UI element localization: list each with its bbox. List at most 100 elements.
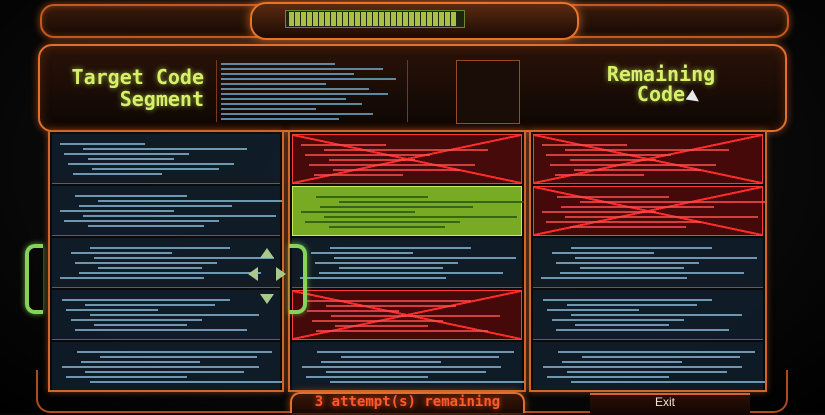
code-line <box>546 221 701 223</box>
code-line <box>87 158 175 160</box>
attempts-bar <box>290 392 525 413</box>
code-line <box>221 93 389 95</box>
code-line <box>550 164 716 166</box>
eliminated-code-block[interactable] <box>292 290 522 340</box>
progress-segment <box>451 12 456 26</box>
code-block[interactable] <box>52 134 280 184</box>
eliminated-code-block[interactable] <box>533 134 763 184</box>
progress-segment <box>409 12 414 26</box>
code-line <box>64 153 190 155</box>
up-arrow-icon[interactable] <box>260 248 274 258</box>
code-line <box>556 196 670 198</box>
code-line <box>311 320 444 322</box>
progress-segment <box>403 12 408 26</box>
code-block-text <box>60 296 272 334</box>
progress-segment <box>361 12 366 26</box>
code-block[interactable] <box>52 342 282 390</box>
right-bracket-icon <box>289 244 307 314</box>
eliminated-code-block[interactable] <box>533 186 765 236</box>
code-line <box>60 210 175 212</box>
code-line <box>221 103 362 105</box>
progress-segment <box>397 12 402 26</box>
code-block-text <box>542 193 765 231</box>
code-line <box>555 329 730 331</box>
code-line <box>221 98 347 100</box>
code-line <box>85 371 245 373</box>
code-line <box>329 381 524 383</box>
code-line <box>324 149 488 151</box>
progress-segment <box>331 12 336 26</box>
code-column-left[interactable] <box>48 130 284 392</box>
code-block[interactable] <box>533 290 763 340</box>
left-arrow-icon[interactable] <box>248 267 258 281</box>
code-line <box>541 277 687 279</box>
attempts-remaining-text: 3 attempt(s) remaining <box>314 394 501 410</box>
progress-segment <box>433 12 438 26</box>
code-block-text <box>301 193 524 231</box>
code-line <box>324 216 518 218</box>
code-line <box>551 252 655 254</box>
progress-segment <box>313 12 318 26</box>
code-line <box>221 88 370 90</box>
code-line <box>565 216 759 218</box>
code-line <box>301 144 386 146</box>
progress-segment <box>385 12 390 26</box>
code-line <box>81 361 200 363</box>
code-line <box>338 267 444 269</box>
code-block[interactable] <box>533 342 765 390</box>
progress-segment <box>307 12 312 26</box>
code-block-text <box>541 244 758 282</box>
code-line <box>566 371 728 373</box>
code-line <box>561 206 714 208</box>
code-line <box>221 73 354 75</box>
down-arrow-icon[interactable] <box>260 294 274 304</box>
code-column-right[interactable] <box>529 130 767 392</box>
code-block[interactable] <box>52 238 280 288</box>
code-line <box>76 351 272 353</box>
code-line <box>64 220 219 222</box>
code-line <box>320 206 473 208</box>
code-line <box>70 319 203 321</box>
code-line <box>89 247 230 249</box>
code-block[interactable] <box>292 342 524 390</box>
progress-segment <box>421 12 426 26</box>
code-line <box>547 376 670 378</box>
progress-segment <box>379 12 384 26</box>
code-line <box>89 314 260 316</box>
progress-segment <box>355 12 360 26</box>
code-line <box>302 366 502 368</box>
code-line <box>575 257 758 259</box>
code-block[interactable] <box>292 238 522 288</box>
code-block[interactable] <box>533 238 763 288</box>
progress-segment <box>319 12 324 26</box>
code-line <box>314 262 459 264</box>
progress-segment <box>343 12 348 26</box>
code-line <box>566 304 698 306</box>
code-block-text <box>301 141 513 179</box>
code-line <box>303 300 471 302</box>
code-line <box>83 148 247 150</box>
code-line <box>93 257 275 259</box>
code-line <box>60 277 205 279</box>
progress-segment <box>325 12 330 26</box>
code-line <box>74 195 188 197</box>
code-column-middle[interactable] <box>288 130 526 392</box>
code-block-text <box>301 297 513 335</box>
exit-button[interactable]: Exit <box>655 395 676 409</box>
code-block[interactable] <box>52 186 282 236</box>
code-line <box>79 272 262 274</box>
remaining-code-minimap <box>456 60 520 124</box>
code-line <box>74 329 247 331</box>
code-block[interactable] <box>52 290 280 340</box>
selected-code-block[interactable] <box>292 186 524 236</box>
eliminated-code-block[interactable] <box>292 134 522 184</box>
code-line <box>300 277 446 279</box>
code-line <box>325 371 487 373</box>
code-line <box>100 356 258 358</box>
right-arrow-icon[interactable] <box>276 267 286 281</box>
code-line <box>305 221 460 223</box>
code-line <box>319 272 504 274</box>
code-line <box>72 173 162 175</box>
code-line <box>93 324 188 326</box>
code-line <box>547 309 640 311</box>
